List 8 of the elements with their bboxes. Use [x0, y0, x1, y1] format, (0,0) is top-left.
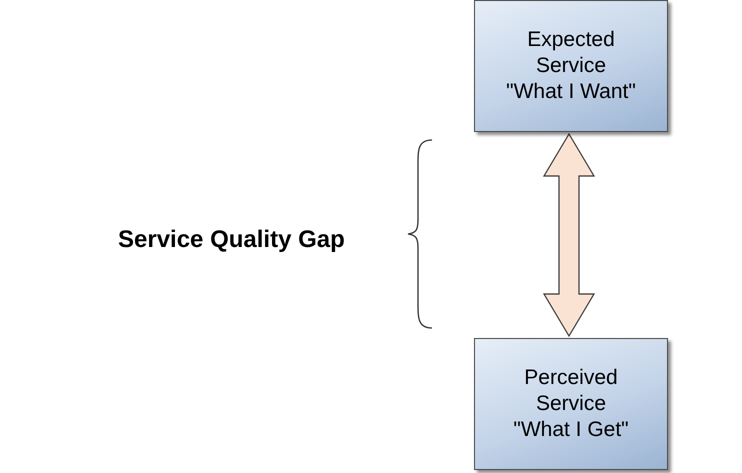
- box-title: Expected Service: [526, 26, 616, 79]
- gap-label: Service Quality Gap: [118, 226, 345, 254]
- process-box: [474, 338, 668, 470]
- box-title: Perceived Service: [523, 364, 619, 417]
- box-quote: "What I Want": [506, 79, 636, 106]
- process-box: [474, 0, 668, 132]
- box-quote: "What I Get": [513, 417, 629, 444]
- double-arrow: [542, 132, 596, 338]
